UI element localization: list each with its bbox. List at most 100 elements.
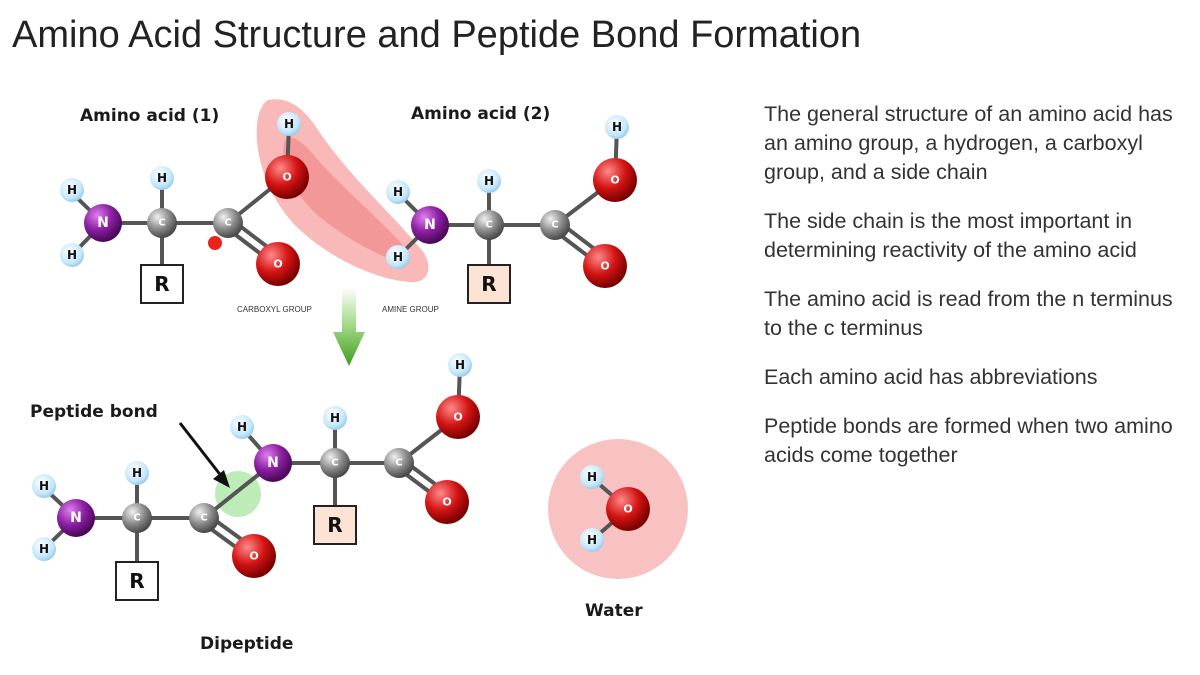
hydrogen-atom: H xyxy=(60,243,84,267)
oxygen-atom: O xyxy=(265,155,309,199)
svg-text:C: C xyxy=(551,220,558,231)
hydrogen-atom: H xyxy=(125,461,149,485)
carbon-atom: C xyxy=(384,448,414,478)
side-chain-box: R xyxy=(115,561,159,601)
peptide-bond-pointer xyxy=(178,422,230,488)
carbon-atom: C xyxy=(189,503,219,533)
carbon-atom: C xyxy=(122,503,152,533)
svg-text:O: O xyxy=(610,174,619,187)
reaction-site-dot xyxy=(208,236,222,250)
svg-text:R: R xyxy=(154,272,169,296)
hydrogen-atom: H xyxy=(580,528,604,552)
svg-text:N: N xyxy=(97,215,109,231)
bullet-item: The side chain is the most important in … xyxy=(764,209,1137,262)
amino-acid-1: H H N H C R C O H O xyxy=(60,112,309,304)
svg-text:H: H xyxy=(39,542,49,556)
svg-text:C: C xyxy=(331,458,338,469)
hydrogen-atom: H xyxy=(32,537,56,561)
amino-acid-2-label: Amino acid (2) xyxy=(411,104,550,124)
svg-text:R: R xyxy=(481,272,496,296)
bullet-item: Peptide bonds are formed when two amino … xyxy=(764,414,1173,467)
side-chain-box: R xyxy=(313,505,357,545)
oxygen-atom: O xyxy=(425,480,469,524)
svg-text:O: O xyxy=(282,171,291,184)
hydrogen-atom: H xyxy=(323,406,347,430)
svg-text:O: O xyxy=(600,260,609,273)
svg-text:C: C xyxy=(224,218,231,229)
side-chain-box: R xyxy=(140,264,184,304)
svg-text:O: O xyxy=(273,258,282,271)
hydrogen-atom: H xyxy=(150,166,174,190)
svg-text:H: H xyxy=(284,117,294,131)
svg-text:C: C xyxy=(133,513,140,524)
side-chain-box: R xyxy=(467,264,511,304)
peptide-bond-diagram: H H N H C R C O H O H H N H C R C O H O … xyxy=(30,99,688,654)
bullet-item: Each amino acid has abbreviations xyxy=(764,365,1098,389)
svg-text:N: N xyxy=(70,510,82,526)
svg-text:H: H xyxy=(237,420,247,434)
bullet-item: The amino acid is read from the n termin… xyxy=(764,287,1173,340)
slide-title: Amino Acid Structure and Peptide Bond Fo… xyxy=(12,14,862,56)
carbon-atom: C xyxy=(540,210,570,240)
svg-text:H: H xyxy=(39,479,49,493)
hydrogen-atom: H xyxy=(60,178,84,202)
hydrogen-atom: H xyxy=(448,353,472,377)
peptide-bond-label: Peptide bond xyxy=(30,402,158,422)
svg-text:H: H xyxy=(157,171,167,185)
svg-text:H: H xyxy=(330,411,340,425)
svg-text:N: N xyxy=(424,217,436,233)
svg-text:O: O xyxy=(442,496,451,509)
svg-text:H: H xyxy=(393,250,403,264)
svg-text:H: H xyxy=(612,120,622,134)
svg-text:H: H xyxy=(67,248,77,262)
svg-text:H: H xyxy=(587,533,597,547)
dipeptide-label: Dipeptide xyxy=(200,634,293,654)
svg-text:R: R xyxy=(327,513,342,537)
oxygen-atom: O xyxy=(593,158,637,202)
carbon-atom: C xyxy=(213,208,243,238)
svg-text:H: H xyxy=(67,183,77,197)
svg-text:H: H xyxy=(484,174,494,188)
oxygen-atom: O xyxy=(606,487,650,531)
svg-text:C: C xyxy=(158,218,165,229)
svg-text:O: O xyxy=(453,411,462,424)
amino-acid-2: H H N H C R C O H O xyxy=(386,115,637,304)
reaction-arrow-icon xyxy=(333,287,365,366)
water-label: Water xyxy=(585,601,643,621)
amine-group-label: AMINE GROUP xyxy=(382,305,439,314)
water-removal-highlight xyxy=(256,99,429,283)
dipeptide-molecule: H H N H C R C O H N H C R C O H O xyxy=(32,353,480,601)
oxygen-atom: O xyxy=(583,244,627,288)
hydrogen-atom: H xyxy=(386,180,410,204)
hydrogen-atom: H xyxy=(32,474,56,498)
bullet-list: The general structure of an amino acid h… xyxy=(764,100,1189,490)
svg-text:H: H xyxy=(455,358,465,372)
svg-text:O: O xyxy=(249,550,258,563)
carbon-atom: C xyxy=(474,210,504,240)
amino-acid-1-label: Amino acid (1) xyxy=(80,106,219,126)
water-molecule: O H H xyxy=(548,439,688,579)
hydrogen-atom: H xyxy=(386,245,410,269)
hydrogen-atom: H xyxy=(230,415,254,439)
svg-text:H: H xyxy=(393,185,403,199)
svg-text:C: C xyxy=(395,458,402,469)
svg-text:C: C xyxy=(200,513,207,524)
nitrogen-atom: N xyxy=(84,204,122,242)
carbon-atom: C xyxy=(320,448,350,478)
nitrogen-atom: N xyxy=(57,499,95,537)
nitrogen-atom: N xyxy=(254,444,292,482)
svg-text:H: H xyxy=(132,466,142,480)
svg-text:C: C xyxy=(485,220,492,231)
oxygen-atom: O xyxy=(436,395,480,439)
hydrogen-atom: H xyxy=(477,169,501,193)
hydrogen-atom: H xyxy=(580,465,604,489)
oxygen-atom: O xyxy=(256,242,300,286)
bullet-item: The general structure of an amino acid h… xyxy=(764,102,1173,184)
svg-text:H: H xyxy=(587,470,597,484)
svg-text:N: N xyxy=(267,455,279,471)
hydrogen-atom: H xyxy=(277,112,301,136)
hydrogen-atom: H xyxy=(605,115,629,139)
carboxyl-group-label: CARBOXYL GROUP xyxy=(237,305,312,314)
svg-text:O: O xyxy=(623,503,632,516)
oxygen-atom: O xyxy=(232,534,276,578)
